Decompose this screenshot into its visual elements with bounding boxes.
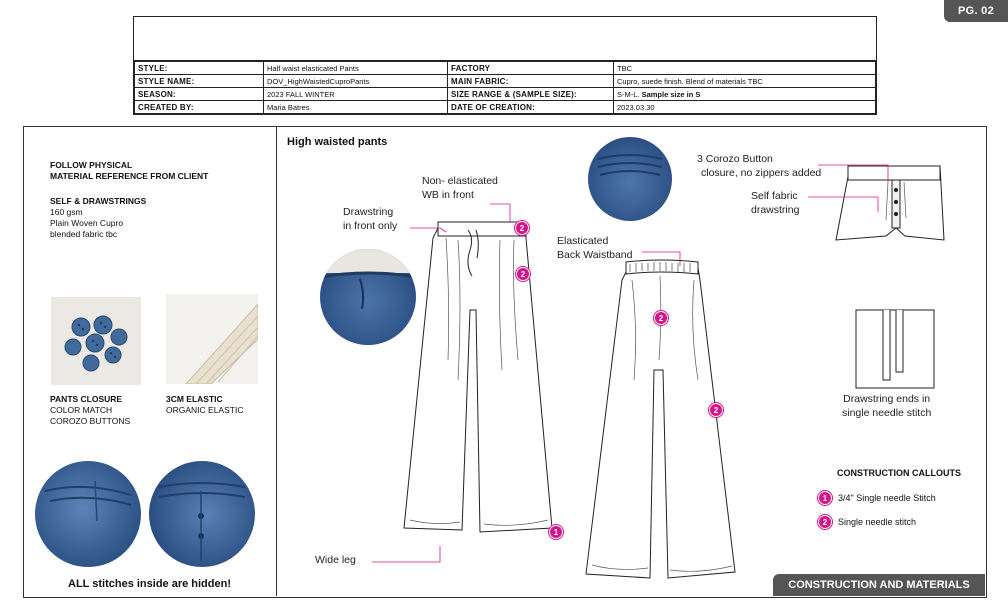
stitch-badge-1: 1 bbox=[549, 525, 563, 539]
spec-header: STYLE: Half waist elasticated Pants FACT… bbox=[133, 16, 877, 115]
drawstring-callout-line-1: Drawstring bbox=[343, 206, 394, 218]
hidden-stitches-note: ALL stitches inside are hidden! bbox=[68, 578, 231, 590]
back-callout-line-2: Back Waistband bbox=[557, 249, 633, 261]
elastic-line-1: ORGANIC ELASTIC bbox=[166, 405, 244, 415]
back-callout-line-1: Elasticated bbox=[557, 235, 609, 247]
waistband-detail-photo-1 bbox=[35, 461, 141, 567]
self-callout-line-1: Self fabric bbox=[751, 190, 798, 202]
page-number-badge: PG. 02 bbox=[944, 0, 1008, 22]
header-blank-area bbox=[134, 17, 876, 61]
self-line-1: 160 gsm bbox=[50, 207, 83, 217]
elastic-illustration bbox=[185, 303, 258, 384]
spec-table: STYLE: Half waist elasticated Pants FACT… bbox=[134, 61, 876, 114]
waistband-detail-photo-2 bbox=[149, 461, 255, 567]
back-pants-drawing bbox=[585, 259, 736, 579]
ends-callout-line-2: single needle stitch bbox=[842, 407, 932, 419]
callout-lines bbox=[372, 164, 889, 563]
buttons-illustration bbox=[64, 315, 128, 372]
self-line-2: Plain Woven Cupro bbox=[50, 218, 124, 228]
detail-photo-1-marks bbox=[44, 480, 132, 522]
waistband-callout-line-1: Non- elasticated bbox=[422, 175, 498, 187]
elastic-spec: 3CM ELASTIC ORGANIC ELASTIC bbox=[166, 394, 243, 416]
stitch-badge-2: 2 bbox=[654, 311, 668, 325]
follow-line-2: MATERIAL REFERENCE FROM CLIENT bbox=[50, 171, 209, 181]
self-callout-line-2: drawstring bbox=[751, 204, 800, 216]
self-fabric-callout: Self fabric drawstring bbox=[751, 189, 799, 217]
waistband-callout: Non- elasticated WB in front bbox=[422, 174, 498, 202]
front-pants-drawing bbox=[403, 221, 553, 533]
drawstring-front-photo bbox=[320, 249, 416, 345]
closure-line-1: COLOR MATCH bbox=[50, 405, 113, 415]
elastic-photo-marks bbox=[597, 154, 663, 176]
legend-badge-1: 1 bbox=[818, 491, 832, 505]
self-title: SELF & DRAWSTRINGS bbox=[50, 196, 147, 206]
self-drawstring-spec: SELF & DRAWSTRINGS 160 gsm Plain Woven C… bbox=[50, 196, 146, 240]
detail-photo-2-marks bbox=[158, 482, 246, 561]
date-value: 2023.03.30 bbox=[613, 100, 876, 114]
legend-text-1: 3/4" Single needle Stitch bbox=[838, 493, 936, 503]
waistband-callout-line-2: WB in front bbox=[422, 189, 474, 201]
button-callout-line-1: 3 Corozo Button bbox=[697, 153, 773, 165]
follow-line-1: FOLLOW PHYSICAL bbox=[50, 160, 133, 170]
elastic-title: 3CM ELASTIC bbox=[166, 394, 223, 404]
follow-reference-note: FOLLOW PHYSICAL MATERIAL REFERENCE FROM … bbox=[50, 160, 208, 182]
stitch-badge-2: 2 bbox=[515, 221, 529, 235]
button-callout-line-2: closure, no zippers added bbox=[701, 167, 822, 179]
panel-divider bbox=[276, 126, 277, 596]
sample-size-text: Sample size in S bbox=[641, 89, 701, 99]
legend-item-2: 2 Single needle stitch bbox=[818, 515, 916, 529]
stitch-badge-2: 2 bbox=[709, 403, 723, 417]
organic-elastic-photo bbox=[166, 294, 258, 384]
drawstring-callout: Drawstring in front only bbox=[343, 205, 397, 233]
legend-item-1: 1 3/4" Single needle Stitch bbox=[818, 491, 936, 505]
legend-text-2: Single needle stitch bbox=[838, 517, 917, 527]
legend-title: CONSTRUCTION CALLOUTS bbox=[837, 468, 961, 478]
drawstring-photo-marks bbox=[320, 249, 416, 310]
drawstring-callout-line-2: in front only bbox=[343, 220, 398, 232]
size-range-text: S-M-L. bbox=[617, 89, 642, 99]
button-closure-callout: 3 Corozo Button closure, no zippers added bbox=[697, 152, 821, 180]
content-frame bbox=[23, 126, 987, 598]
self-line-3: blended fabric tbc bbox=[50, 229, 118, 239]
legend-badge-2: 2 bbox=[818, 515, 832, 529]
closure-line-2: COROZO BUTTONS bbox=[50, 416, 131, 426]
section-title: High waisted pants bbox=[287, 136, 388, 148]
pants-closure-spec: PANTS CLOSURE COLOR MATCH COROZO BUTTONS bbox=[50, 394, 130, 427]
drawstring-end-detail bbox=[855, 309, 935, 389]
wide-leg-callout: Wide leg bbox=[315, 554, 356, 566]
ends-callout-line-1: Drawstring ends in bbox=[843, 393, 931, 405]
waist-detail-drawing bbox=[835, 165, 945, 241]
stitch-badge-2: 2 bbox=[516, 267, 530, 281]
drawstring-ends-callout: Drawstring ends in single needle stitch bbox=[842, 392, 931, 420]
section-footer: CONSTRUCTION AND MATERIALS bbox=[773, 574, 985, 596]
closure-title: PANTS CLOSURE bbox=[50, 394, 123, 404]
elastic-waist-photo bbox=[588, 137, 672, 221]
corozo-buttons-photo bbox=[51, 297, 141, 385]
